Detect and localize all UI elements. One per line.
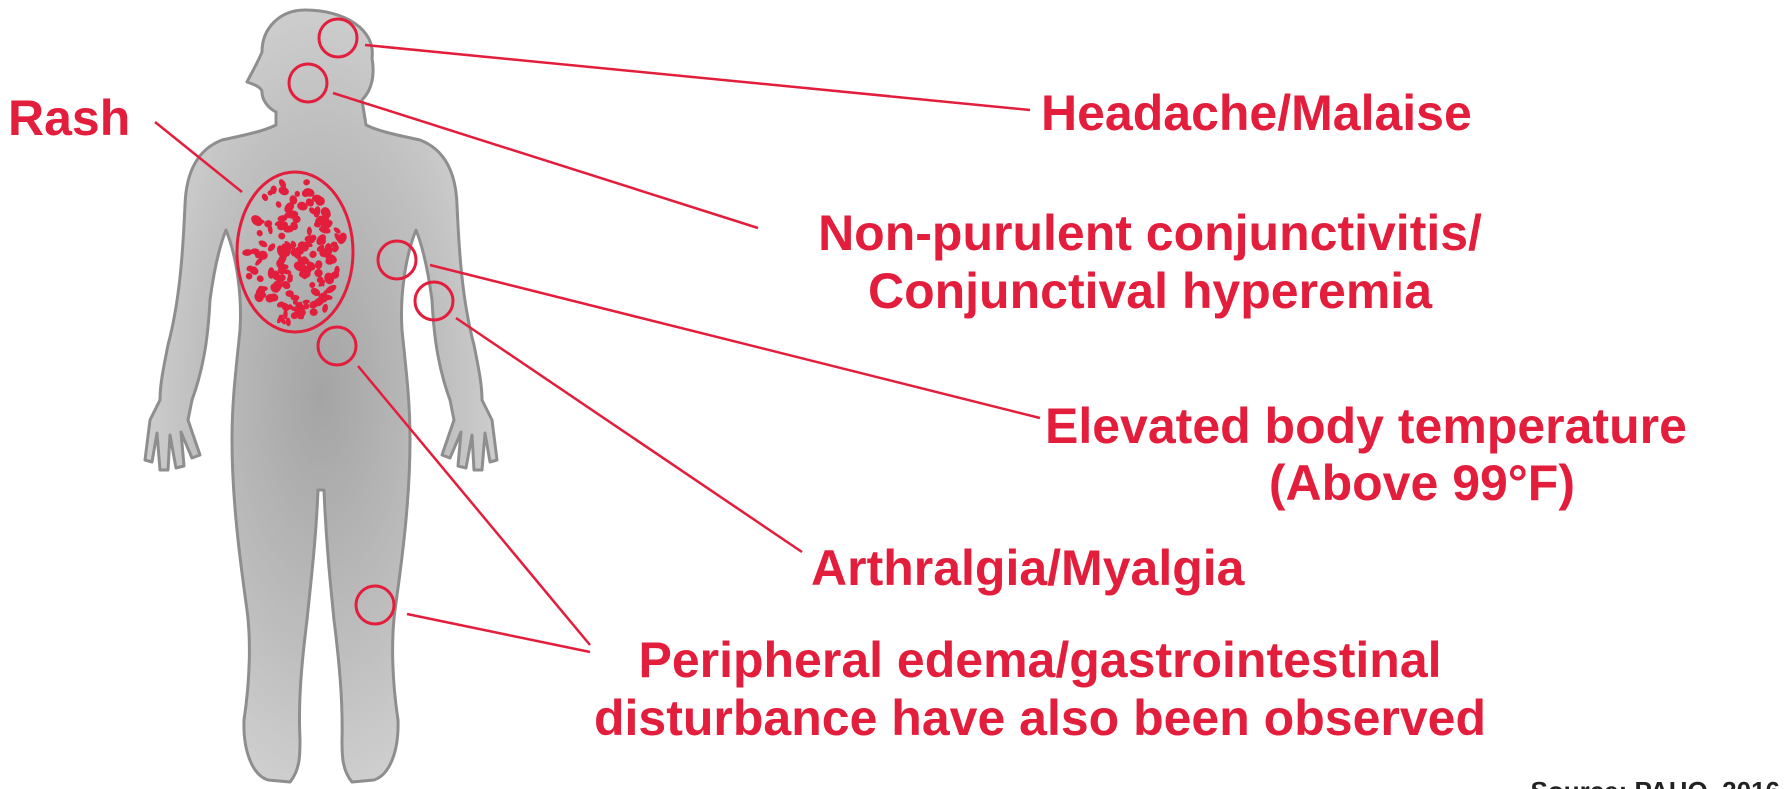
rash-patch (237, 172, 353, 332)
rash-spot (299, 270, 311, 278)
line-arthralgia (456, 318, 802, 552)
label-conjunctivitis-line1: Non-purulent conjunctivitis/ (818, 205, 1482, 261)
label-temperature-line2: (Above 99°F) (1269, 455, 1575, 511)
line-edema-knee (407, 614, 590, 652)
label-rash: Rash (8, 90, 130, 146)
source-credit: Source: PAHO, 2016 (1530, 776, 1780, 789)
line-headache (365, 45, 1030, 110)
label-conjunctivitis-line2: Conjunctival hyperemia (868, 263, 1433, 319)
label-edema-line2: disturbance have also been observed (594, 690, 1486, 746)
body-silhouette (145, 10, 497, 782)
label-edema-line1: Peripheral edema/gastrointestinal (638, 632, 1441, 688)
label-arthralgia: Arthralgia/Myalgia (811, 540, 1246, 596)
label-temperature-line1: Elevated body temperature (1045, 398, 1687, 454)
body-outline (145, 10, 497, 782)
label-headache: Headache/Malaise (1041, 85, 1472, 141)
